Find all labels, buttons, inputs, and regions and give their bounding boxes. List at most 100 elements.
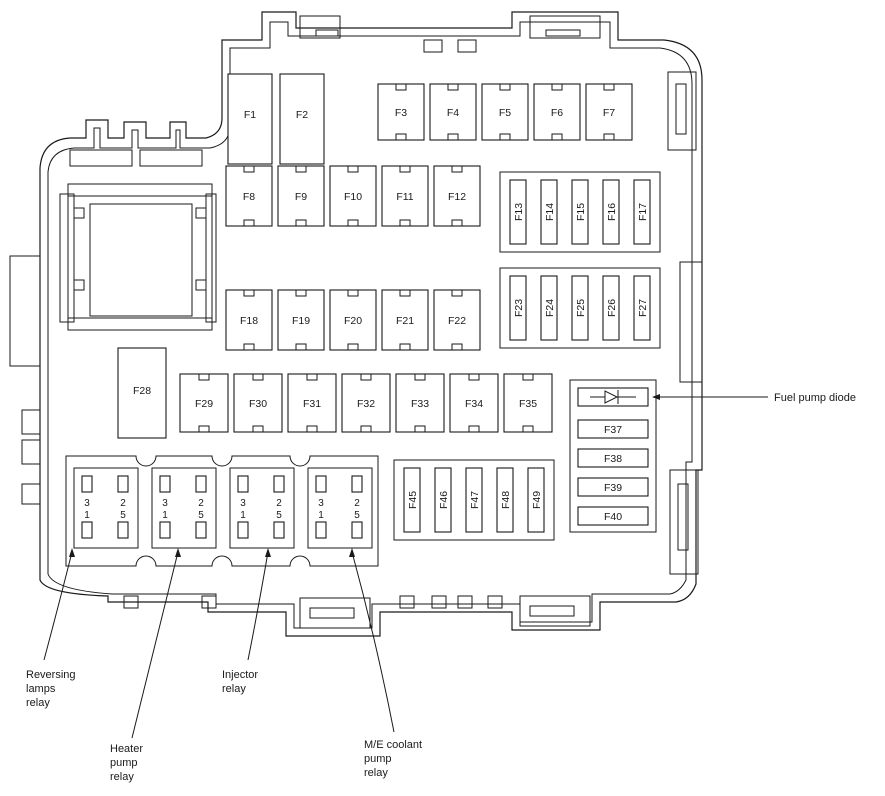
fuse-label: F6	[551, 107, 563, 119]
fuse-label: F47	[469, 491, 481, 509]
relay-pin-label: 2	[354, 498, 360, 509]
fuse-F37: F37	[577, 419, 649, 439]
fuse-F2: F2	[279, 73, 325, 165]
fuse-F9: F9	[277, 165, 325, 227]
fuse-F17: F17	[633, 179, 651, 245]
svg-text:relay: relay	[26, 697, 50, 709]
relay-pin-label: 1	[84, 510, 90, 521]
fuse-label: F30	[249, 398, 267, 410]
relay-pin-label: 1	[240, 510, 246, 521]
fuse-label: F34	[465, 398, 483, 410]
fuse-F13: F13	[509, 179, 527, 245]
fuse-F46: F46	[434, 467, 452, 533]
fuse-label: F48	[500, 491, 512, 509]
callout-me-coolant-pump-relay: M/E coolant pump relay	[349, 548, 422, 779]
fuse-label: F21	[396, 315, 414, 327]
relay-pin-label: 2	[120, 498, 126, 509]
svg-text:F2: F2	[296, 109, 308, 121]
svg-text:Fuel pump diode: Fuel pump diode	[774, 392, 856, 404]
fuse-F14: F14	[540, 179, 558, 245]
relay-pin-label: 2	[276, 498, 282, 509]
fuse-F27: F27	[633, 275, 651, 341]
fuse-label: F9	[295, 191, 307, 203]
relay-3: 3 2 1 5	[229, 467, 295, 549]
svg-text:Injector: Injector	[222, 669, 258, 681]
callout-injector-relay: Injector relay	[222, 548, 271, 695]
fuel-pump-diode-symbol	[577, 387, 649, 407]
fuse-label: F26	[606, 299, 618, 317]
fuse-F45: F45	[403, 467, 421, 533]
fuse-label: F5	[499, 107, 511, 119]
fuse-F11: F11	[381, 165, 429, 227]
callout-fuel-pump-diode: Fuel pump diode	[652, 392, 856, 404]
fuse-F34: F34	[449, 373, 499, 433]
fuse-F1: F1	[227, 73, 273, 165]
fuse-F7: F7	[585, 83, 633, 141]
fuse-label: F10	[344, 191, 362, 203]
fuse-label: F14	[544, 203, 556, 221]
fuse-F21: F21	[381, 289, 429, 351]
callout-heater-pump-relay: Heater pump relay	[110, 548, 181, 783]
relay-pin-label: 5	[120, 510, 126, 521]
fuse-F29: F29	[179, 373, 229, 433]
fuse-F8: F8	[225, 165, 273, 227]
fuse-label: F11	[396, 191, 413, 203]
fuse-label: F8	[243, 191, 255, 203]
fuse-label: F16	[606, 203, 618, 221]
fuse-label: F29	[195, 398, 213, 410]
fuse-label: F7	[603, 107, 615, 119]
fuse-label: F27	[637, 299, 649, 317]
relay-pin-label: 3	[240, 498, 246, 509]
fuse-F25: F25	[571, 275, 589, 341]
fuse-label: F12	[448, 191, 466, 203]
fuse-F16: F16	[602, 179, 620, 245]
relay-pin-label: 1	[162, 510, 168, 521]
svg-text:F1: F1	[244, 109, 256, 121]
relay-pin-label: 5	[276, 510, 282, 521]
fuse-F12: F12	[433, 165, 481, 227]
relay-pin-label: 2	[198, 498, 204, 509]
svg-text:pump: pump	[364, 753, 392, 765]
svg-text:Reversing: Reversing	[26, 669, 76, 681]
fuse-label: F22	[448, 315, 466, 327]
fuse-label: F17	[637, 203, 649, 221]
fuse-label: F13	[513, 203, 525, 221]
main-relay-block	[59, 183, 217, 331]
relay-pin-label: 5	[198, 510, 204, 521]
fuse-F5: F5	[481, 83, 529, 141]
fuse-F31: F31	[287, 373, 337, 433]
svg-text:relay: relay	[222, 683, 246, 695]
svg-text:relay: relay	[364, 767, 388, 779]
fuse-F18: F18	[225, 289, 273, 351]
svg-text:pump: pump	[110, 757, 138, 769]
fuse-label: F39	[604, 482, 622, 494]
fuse-label: F38	[604, 453, 622, 465]
fuse-label: F33	[411, 398, 429, 410]
svg-text:F28: F28	[133, 385, 151, 397]
fuse-label: F20	[344, 315, 362, 327]
callout-reversing-lamps-relay: Reversing lamps relay	[26, 548, 76, 709]
fuse-box-housing	[9, 11, 703, 637]
fuse-F28: F28	[117, 347, 167, 439]
svg-text:relay: relay	[110, 771, 134, 783]
fuse-label: F24	[544, 299, 556, 317]
svg-text:M/E coolant: M/E coolant	[364, 739, 422, 751]
fuse-F40: F40	[577, 506, 649, 526]
relay-pin-label: 3	[318, 498, 324, 509]
fuse-F49: F49	[527, 467, 545, 533]
fuse-label: F3	[395, 107, 407, 119]
fuse-F38: F38	[577, 448, 649, 468]
fuse-label: F4	[447, 107, 459, 119]
fuse-F24: F24	[540, 275, 558, 341]
fuse-F30: F30	[233, 373, 283, 433]
fuse-F47: F47	[465, 467, 483, 533]
